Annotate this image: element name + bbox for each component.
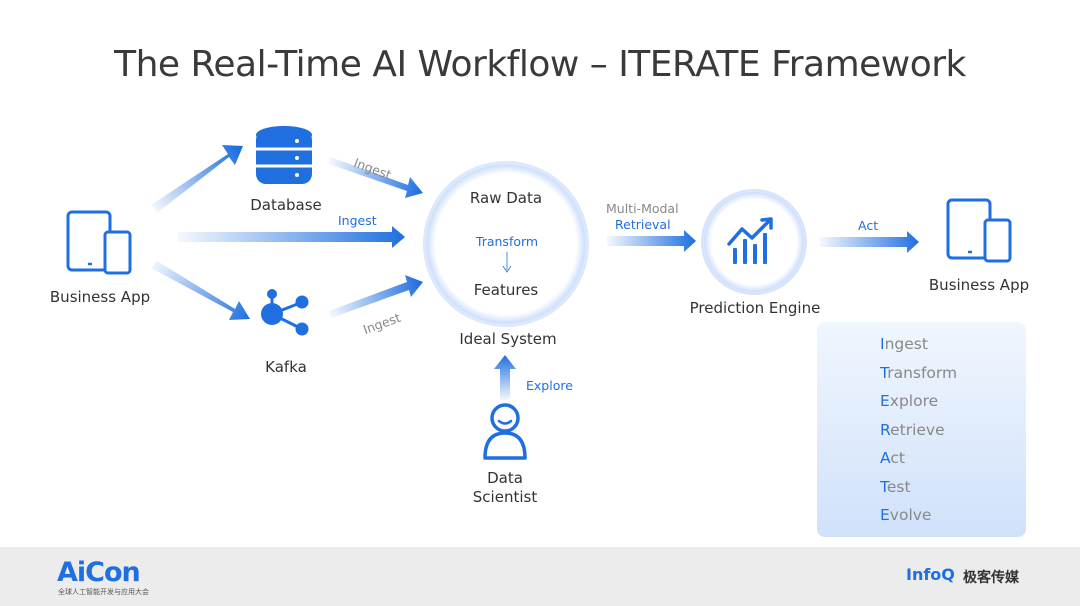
page-title: The Real-Time AI Workflow – ITERATE Fram… — [114, 44, 966, 85]
data-scientist-label: Data Scientist — [455, 469, 555, 507]
features-label: Features — [473, 281, 539, 299]
arrow-scientist-to-system — [494, 355, 516, 400]
act-label: Act — [858, 218, 879, 233]
legend-item: Evolve — [880, 506, 932, 524]
data-scientist-label-line1: Data — [487, 469, 523, 487]
legend-item: Retrieve — [880, 420, 945, 439]
chart-icon — [727, 217, 773, 264]
transform-arrow-head — [502, 265, 512, 273]
infoq-cn-logo: 极客传媒 — [963, 569, 1019, 585]
arrow-app-to-system-ingest — [178, 226, 405, 248]
iterate-legend: Ingest Transform Explore Retrieve Act Te… — [817, 322, 1026, 537]
explore-label: Explore — [526, 378, 573, 393]
arrow-kafka-to-system — [329, 275, 423, 318]
data-scientist-icon — [483, 403, 527, 460]
database-label: Database — [250, 196, 322, 214]
data-scientist-label-line2: Scientist — [472, 488, 538, 506]
arrow-database-to-system — [329, 157, 423, 198]
arrow-system-to-prediction — [607, 230, 696, 252]
legend-item: Test — [880, 477, 911, 496]
ideal-system-label: Ideal System — [459, 330, 557, 348]
arrow-app-to-kafka — [151, 261, 250, 320]
transform-label: Transform — [475, 234, 539, 249]
prediction-engine-circle — [701, 189, 807, 295]
legend-item: Transform — [880, 363, 958, 382]
business-app-icon-right — [946, 198, 1012, 263]
raw-data-label: Raw Data — [469, 189, 543, 207]
infoq-logo: InfoQ — [906, 565, 955, 584]
business-app-icon-left — [66, 210, 132, 275]
kafka-label: Kafka — [265, 358, 307, 376]
business-app-left-label: Business App — [49, 288, 151, 306]
aicon-subtitle: 全球人工智能开发与应用大会 — [58, 589, 149, 596]
legend-item: Act — [880, 449, 905, 467]
database-icon — [256, 126, 312, 184]
footer-bar: AiCon 全球人工智能开发与应用大会 InfoQ 极客传媒 — [0, 547, 1080, 606]
aicon-logo: AiCon — [57, 557, 141, 588]
legend-item: Explore — [880, 392, 939, 410]
multi-modal-label: Multi-Modal — [606, 201, 679, 216]
arrow-prediction-to-app — [820, 231, 919, 253]
business-app-right-label: Business App — [928, 276, 1030, 294]
prediction-engine-label: Prediction Engine — [689, 299, 821, 317]
kafka-icon — [261, 289, 309, 336]
ingest-middle-label: Ingest — [338, 213, 377, 228]
ideal-system-circle — [423, 161, 589, 327]
arrow-app-to-database — [151, 145, 243, 213]
workflow-diagram — [66, 126, 1012, 460]
retrieval-label: Retrieval — [615, 217, 671, 232]
legend-item: Ingest — [880, 335, 928, 353]
